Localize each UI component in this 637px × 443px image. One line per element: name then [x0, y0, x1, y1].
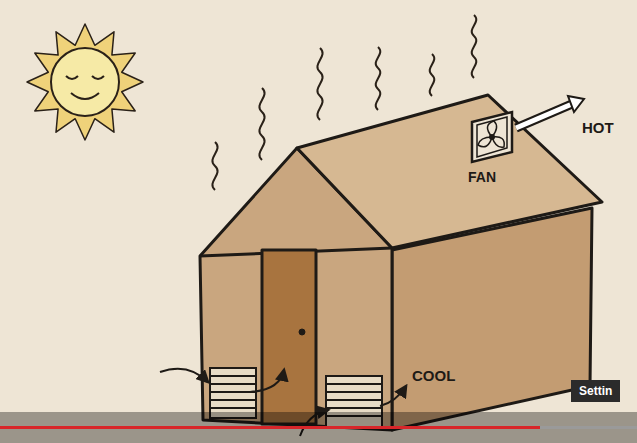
house	[200, 95, 602, 430]
player-tooltip: Settin	[571, 380, 620, 402]
airflow-arrows	[160, 96, 584, 436]
video-controls	[0, 412, 637, 443]
fan-label: FAN	[468, 170, 496, 184]
sun	[27, 24, 143, 140]
fan-symbol	[472, 112, 512, 162]
cool-label: COOL	[412, 368, 455, 383]
hot-label: HOT	[582, 120, 614, 135]
